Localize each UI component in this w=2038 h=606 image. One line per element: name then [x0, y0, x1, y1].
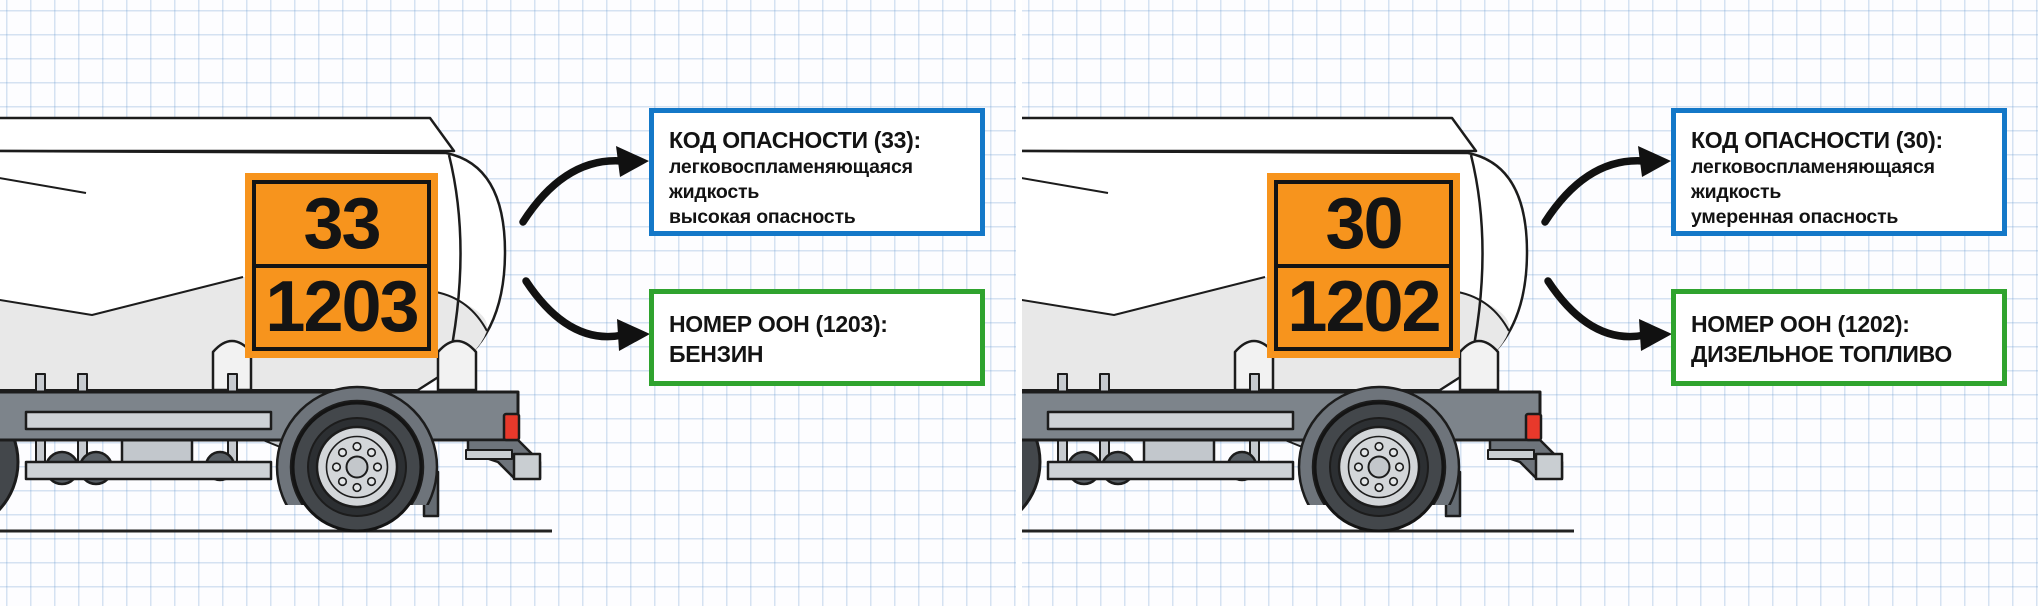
hazard-code-value: 30 — [1325, 183, 1403, 264]
placard-frame: 30 1202 — [1274, 180, 1453, 351]
un-number-line: БЕНЗИН — [669, 341, 764, 367]
hazard-code-value: 33 — [303, 183, 381, 264]
un-number-callout: НОМЕР ООН (1203): БЕНЗИН — [649, 289, 985, 386]
placard-frame: 33 1203 — [252, 180, 431, 351]
hazard-code-title: КОД ОПАСНОСТИ (30): — [1691, 127, 1943, 153]
un-number-line: ДИЗЕЛЬНОЕ ТОПЛИВО — [1691, 341, 1952, 367]
hazard-code-line: жидкость — [669, 181, 760, 203]
un-number-value: 1203 — [256, 263, 427, 348]
un-number-callout: НОМЕР ООН (1202): ДИЗЕЛЬНОЕ ТОПЛИВО — [1671, 289, 2007, 386]
panel-gasoline: 33 1203 КОД ОПАСНОСТИ (33): легковосплам… — [0, 0, 1016, 606]
un-number-title: НОМЕР ООН (1203): — [669, 311, 888, 337]
hazard-code-line: умеренная опасность — [1691, 206, 1899, 228]
panel-diesel: 30 1202 КОД ОПАСНОСТИ (30): легковосплам… — [1022, 0, 2038, 606]
hazard-code-callout: КОД ОПАСНОСТИ (30): легковоспламеняющаяс… — [1671, 108, 2007, 236]
hazard-code-line: легковоспламеняющаяся — [669, 156, 913, 178]
adr-hazard-placard: 30 1202 — [1267, 173, 1460, 358]
un-number-value: 1202 — [1278, 263, 1449, 348]
hazard-code-line: жидкость — [1691, 181, 1782, 203]
hazard-code-line: легковоспламеняющаяся — [1691, 156, 1935, 178]
adr-hazard-placard: 33 1203 — [245, 173, 438, 358]
hazard-code-line: высокая опасность — [669, 206, 856, 228]
un-number-title: НОМЕР ООН (1202): — [1691, 311, 1910, 337]
hazard-code-title: КОД ОПАСНОСТИ (33): — [669, 127, 921, 153]
hazard-code-callout: КОД ОПАСНОСТИ (33): легковоспламеняющаяс… — [649, 108, 985, 236]
